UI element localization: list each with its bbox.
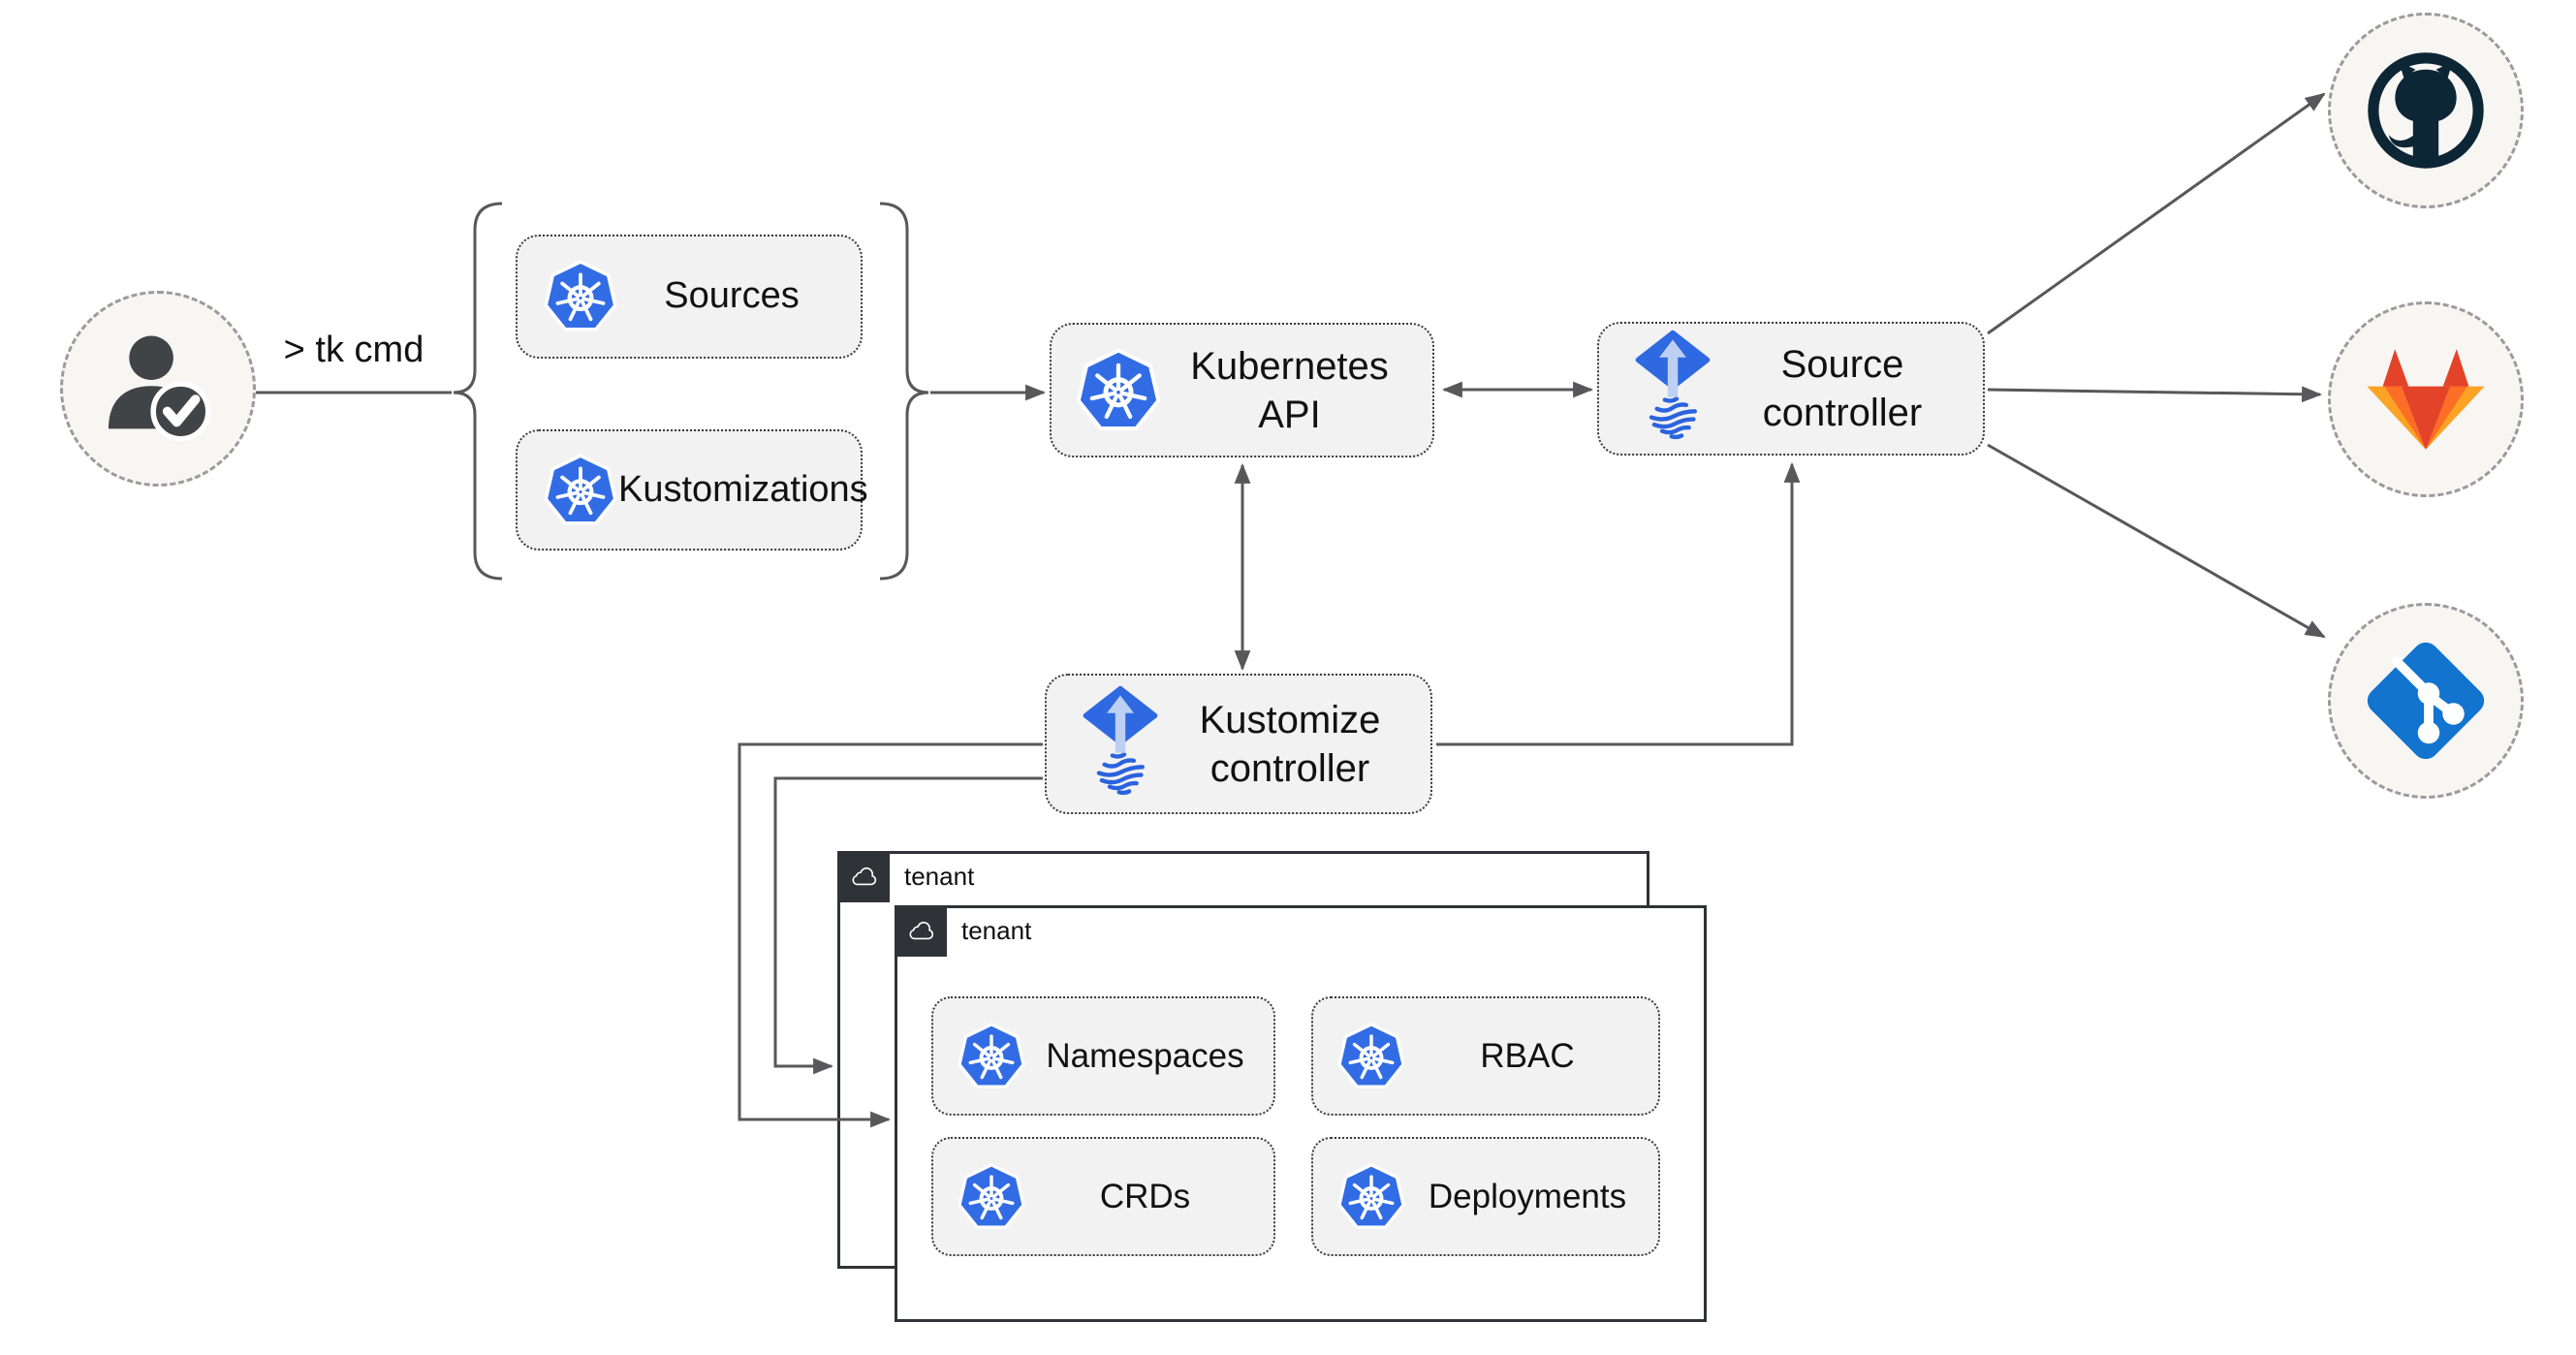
deployments-node[interactable]: Deployments bbox=[1311, 1137, 1660, 1256]
git-node[interactable] bbox=[2328, 603, 2524, 799]
tenant-label: tenant bbox=[961, 916, 1032, 945]
deployments-label: Deployments bbox=[1428, 1177, 1627, 1215]
kubernetes-icon bbox=[543, 259, 618, 334]
tenant-label: tenant bbox=[904, 862, 975, 891]
kustomizations-node[interactable]: Kustomizations bbox=[516, 429, 868, 551]
user-node[interactable] bbox=[60, 291, 256, 487]
edge-source-to-gitlab bbox=[1987, 386, 2323, 403]
crds-label: CRDs bbox=[1099, 1177, 1191, 1215]
kubernetes-api-node[interactable]: Kubernetes API bbox=[1050, 323, 1434, 457]
kubernetes-icon bbox=[1075, 347, 1162, 434]
flux-icon bbox=[1076, 685, 1165, 804]
github-icon bbox=[2362, 47, 2490, 174]
source-controller-node[interactable]: Source controller bbox=[1597, 322, 1985, 456]
gitlab-node[interactable] bbox=[2328, 301, 2524, 497]
kubernetes-icon bbox=[957, 1162, 1026, 1232]
tenant-tab bbox=[895, 905, 947, 957]
namespaces-label: Namespaces bbox=[1046, 1036, 1244, 1075]
github-node[interactable] bbox=[2328, 13, 2524, 208]
user-check-icon bbox=[91, 322, 225, 456]
kustomizations-label: Kustomizations bbox=[618, 468, 868, 510]
kubernetes-icon bbox=[1336, 1162, 1406, 1232]
crds-node[interactable]: CRDs bbox=[931, 1137, 1275, 1256]
rbac-node[interactable]: RBAC bbox=[1311, 996, 1660, 1116]
git-icon bbox=[2353, 628, 2498, 773]
source-controller-label: Source controller bbox=[1762, 343, 1923, 434]
flux-icon bbox=[1628, 330, 1717, 448]
rbac-label: RBAC bbox=[1480, 1036, 1575, 1075]
tk-cmd-label: > tk cmd bbox=[283, 330, 424, 370]
namespaces-node[interactable]: Namespaces bbox=[931, 996, 1275, 1116]
gitlab-icon bbox=[2354, 341, 2497, 457]
tenant-tab bbox=[837, 851, 890, 902]
kustomize-controller-node[interactable]: Kustomize controller bbox=[1045, 674, 1432, 814]
tenant-container-front[interactable]: tenant Namespaces RBAC CRDs Deployments bbox=[895, 905, 1707, 1322]
group-brace-left bbox=[453, 202, 503, 581]
kubernetes-icon bbox=[957, 1022, 1026, 1091]
edge-kustomize-to-source bbox=[1436, 461, 1801, 746]
sources-node[interactable]: Sources bbox=[516, 235, 863, 359]
kubernetes-icon bbox=[1336, 1022, 1406, 1091]
sources-label: Sources bbox=[664, 275, 800, 317]
edge-source-to-github bbox=[1987, 92, 2326, 335]
kustomize-controller-label: Kustomize controller bbox=[1199, 698, 1381, 790]
cloud-icon bbox=[903, 919, 939, 944]
edge-source-to-git bbox=[1987, 443, 2326, 639]
kubernetes-icon bbox=[543, 453, 618, 528]
cloud-icon bbox=[846, 865, 882, 890]
kubernetes-api-label: Kubernetes API bbox=[1190, 344, 1389, 436]
group-brace-right bbox=[879, 202, 929, 581]
